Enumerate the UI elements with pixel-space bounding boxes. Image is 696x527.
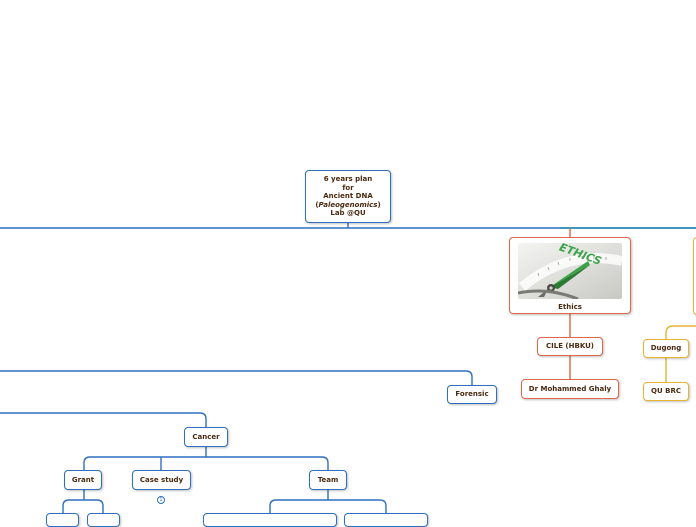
root-line-3: Ancient DNA: [323, 192, 373, 201]
connector-team-children: [269, 489, 387, 513]
root-line-2: for: [342, 183, 354, 192]
cile-hbku-node[interactable]: CILE (HBKU): [537, 337, 603, 356]
team-node[interactable]: Team: [309, 470, 347, 490]
connector-forensic: [0, 370, 473, 385]
qu-brc-node[interactable]: QU BRC: [643, 382, 689, 401]
team-child-node-1[interactable]: [203, 513, 337, 527]
case-study-label: Case study: [139, 475, 184, 484]
dugong-node[interactable]: Dugong: [643, 339, 689, 358]
root-line-1: 6 years plan: [323, 175, 373, 184]
root-node[interactable]: 6 years plan for Ancient DNA (Paleogenom…: [305, 170, 391, 223]
qu-brc-label: QU BRC: [651, 387, 681, 396]
cancer-label: Cancer: [192, 432, 220, 441]
yellow-partial-node[interactable]: [693, 237, 696, 315]
ethics-compass-image: ETHICS: [518, 243, 622, 300]
forensic-label: Forensic: [455, 390, 489, 399]
grant-child-node-2[interactable]: [87, 513, 120, 527]
connector-cancer: [0, 412, 207, 427]
dr-mohammed-ghaly-node[interactable]: Dr Mohammed Ghaly: [521, 379, 619, 399]
cancer-node[interactable]: Cancer: [184, 427, 228, 447]
root-line-5: Lab @QU: [330, 209, 366, 218]
connector-yellow-branch: [665, 325, 696, 383]
forensic-node[interactable]: Forensic: [447, 385, 497, 404]
grant-child-node-1[interactable]: [46, 513, 79, 527]
case-study-count-badge[interactable]: 1: [157, 496, 165, 504]
cile-hbku-label: CILE (HBKU): [546, 342, 594, 351]
ethics-label: Ethics: [558, 303, 582, 312]
root-line-4: (Paleogenomics): [315, 200, 381, 209]
connector-cancer-children: [83, 446, 329, 470]
case-study-node[interactable]: Case study: [132, 470, 191, 490]
dr-mohammed-ghaly-label: Dr Mohammed Ghaly: [528, 384, 612, 393]
grant-label: Grant: [71, 475, 95, 484]
grant-node[interactable]: Grant: [64, 470, 102, 490]
team-label: Team: [317, 475, 339, 484]
ethics-node[interactable]: ETHICS Ethics: [509, 237, 631, 314]
connector-grant-children: [62, 489, 104, 513]
dugong-label: Dugong: [650, 344, 682, 353]
team-child-node-2[interactable]: [344, 513, 428, 527]
